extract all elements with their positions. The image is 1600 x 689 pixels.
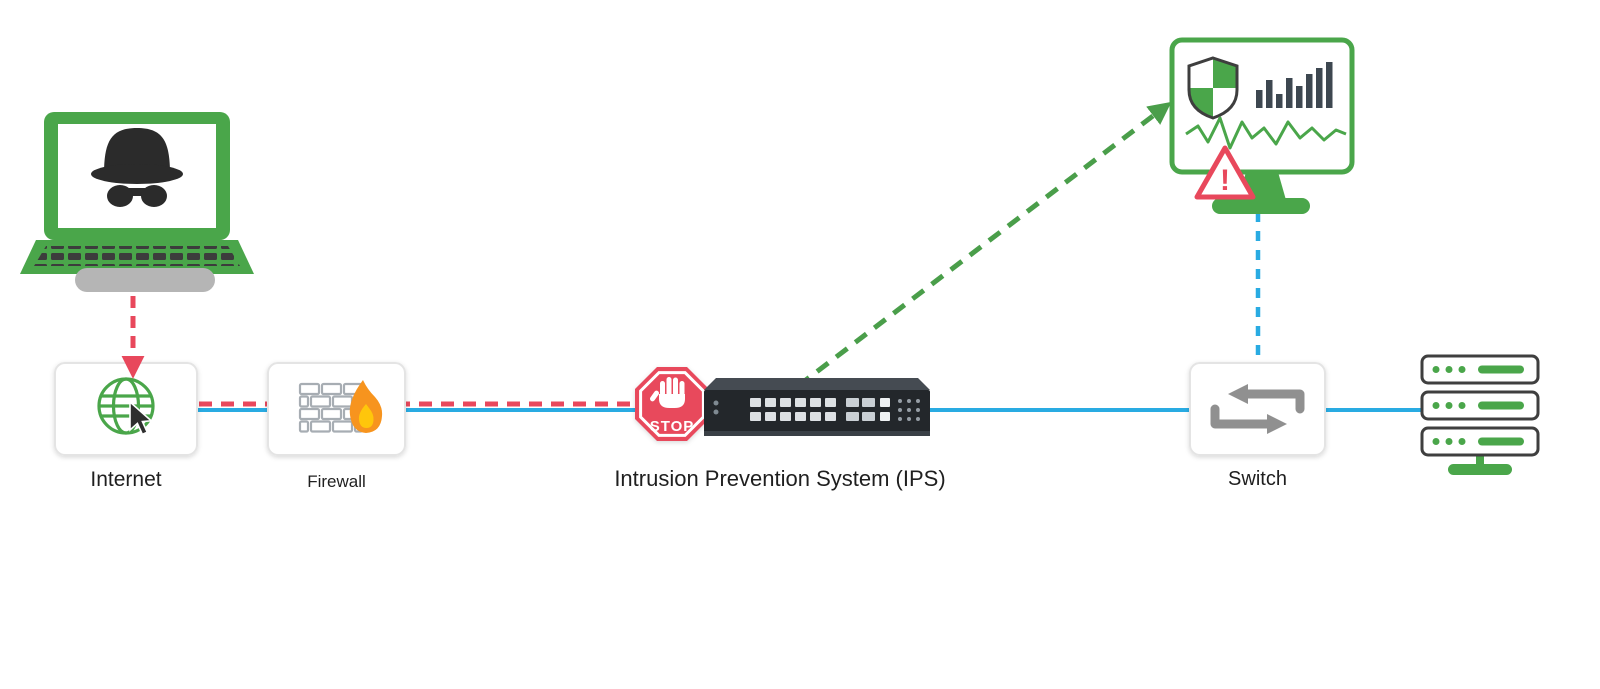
cursor-icon xyxy=(129,400,154,436)
switch-card xyxy=(1189,362,1326,456)
firewall-label: Firewall xyxy=(307,472,366,491)
hand-icon xyxy=(649,377,685,408)
hacker-laptop-icon xyxy=(20,112,254,292)
flame-icon xyxy=(349,380,383,433)
connection-ips-monitor-green xyxy=(796,101,1172,388)
hacker-hat-mask-icon xyxy=(91,128,183,207)
switch-label: Switch xyxy=(1228,468,1287,490)
shield-icon xyxy=(1187,56,1239,120)
internet-card xyxy=(54,362,198,456)
swap-arrows-icon xyxy=(1210,384,1305,434)
warning-mark: ! xyxy=(1220,164,1230,197)
brick-wall-flame-icon xyxy=(298,380,383,433)
internet-label: Internet xyxy=(90,468,162,491)
rack-appliance-icon xyxy=(704,378,930,436)
globe-cursor-icon xyxy=(97,377,155,436)
bar-chart-icon xyxy=(1256,62,1333,108)
warning-triangle-icon: ! xyxy=(1194,145,1256,200)
stop-hand-icon: STOP xyxy=(635,367,709,441)
stop-sign-text: STOP xyxy=(650,418,695,435)
ips-label: Intrusion Prevention System (IPS) xyxy=(614,466,946,491)
activity-line-icon xyxy=(1185,116,1347,150)
security-monitor-icon: ! xyxy=(1169,37,1355,214)
server-stack-icon xyxy=(1420,354,1540,475)
